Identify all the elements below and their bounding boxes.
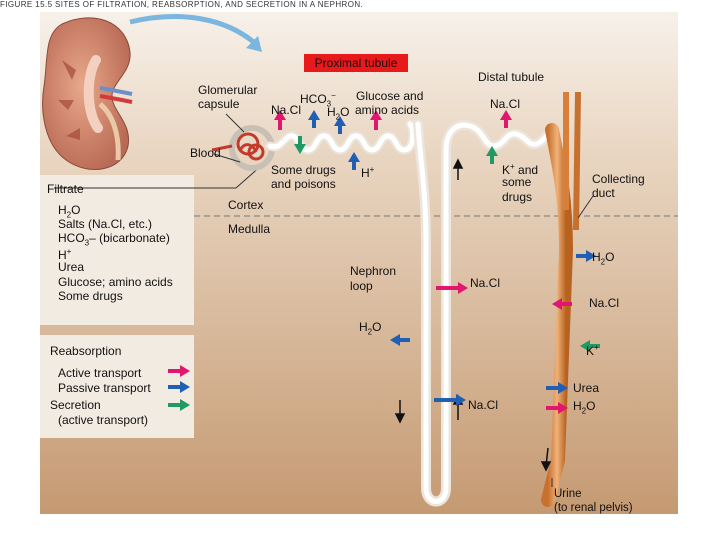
filtrate-panel — [40, 175, 194, 325]
proximal-tubule-label: Proximal tubule — [314, 56, 398, 70]
filtrate-hco3: HCO3– (bicarbonate) — [58, 231, 170, 248]
nacl-loop-label: Na.Cl — [470, 276, 501, 290]
kidney-illustration — [42, 17, 133, 170]
filtrate-glucose: Glucose; amino acids — [58, 275, 173, 289]
k-plus-duct-label: K+ — [586, 343, 599, 358]
nephron-loop-label-2: loop — [350, 279, 373, 293]
urea-label: Urea — [573, 381, 600, 395]
k-plus-label: K+ and — [502, 162, 539, 177]
filtrate-label: Filtrate — [47, 182, 84, 196]
figure-title: FIGURE 15.5 SITES OF FILTRATION, REABSOR… — [0, 0, 364, 9]
legend-reabsorption: Reabsorption — [50, 344, 122, 358]
some-label: some — [502, 175, 532, 189]
collecting-duct-label-2: duct — [592, 186, 615, 200]
legend-passive: Passive transport — [58, 381, 151, 395]
legend-secretion: Secretion — [50, 398, 101, 412]
hco3-prox-label: HCO3− — [300, 91, 336, 109]
filtrate-h2o: H2O — [58, 203, 81, 220]
h2o-duct-label: H2O — [592, 250, 615, 267]
collecting-duct-label-1: Collecting — [592, 172, 645, 186]
legend-active: Active transport — [58, 366, 142, 380]
nacl-prox-label: Na.Cl — [271, 103, 302, 117]
filtrate-salts: Salts (Na.Cl, etc.) — [58, 217, 153, 231]
glucose-label-1: Glucose and — [356, 89, 424, 103]
h-plus-label: H+ — [361, 165, 375, 180]
glomerular-capsule-label-1: Glomerular — [198, 83, 258, 97]
nephron-loop-label-1: Nephron — [350, 264, 397, 278]
legend-arrows — [168, 365, 190, 411]
filtrate-hplus: H+ — [58, 247, 72, 262]
cortex-label: Cortex — [228, 198, 264, 212]
some-drugs-label-1: Some drugs — [271, 163, 336, 177]
filtrate-drugs: Some drugs — [58, 289, 123, 303]
drugs-label: drugs — [502, 190, 533, 204]
distal-tubule-label: Distal tubule — [478, 70, 545, 84]
filtrate-urea: Urea — [58, 260, 85, 274]
some-drugs-label-2: and poisons — [271, 177, 336, 191]
legend-secretion-sub: (active transport) — [58, 413, 149, 427]
nacl-lower-label: Na.Cl — [468, 398, 499, 412]
h2o-loop-label: H2O — [359, 320, 382, 337]
blood-label: Blood — [190, 146, 221, 160]
h2o-lower-label: H2O — [573, 399, 596, 416]
nacl-distal-label: Na.Cl — [490, 97, 521, 111]
glucose-label-2: amino acids — [355, 103, 420, 117]
medulla-label: Medulla — [228, 222, 271, 236]
transport-arrows — [274, 110, 600, 414]
urine-label-2: (to renal pelvis) — [554, 502, 633, 514]
h2o-prox-label: H2O — [327, 105, 350, 122]
glomerular-capsule-label-2: capsule — [198, 97, 240, 111]
nacl-duct-label: Na.Cl — [589, 296, 620, 310]
proximal-tubule-label-box: Proximal tubule — [304, 54, 408, 72]
zoom-arrow — [129, 14, 258, 46]
urine-label-1: Urine — [554, 488, 582, 500]
